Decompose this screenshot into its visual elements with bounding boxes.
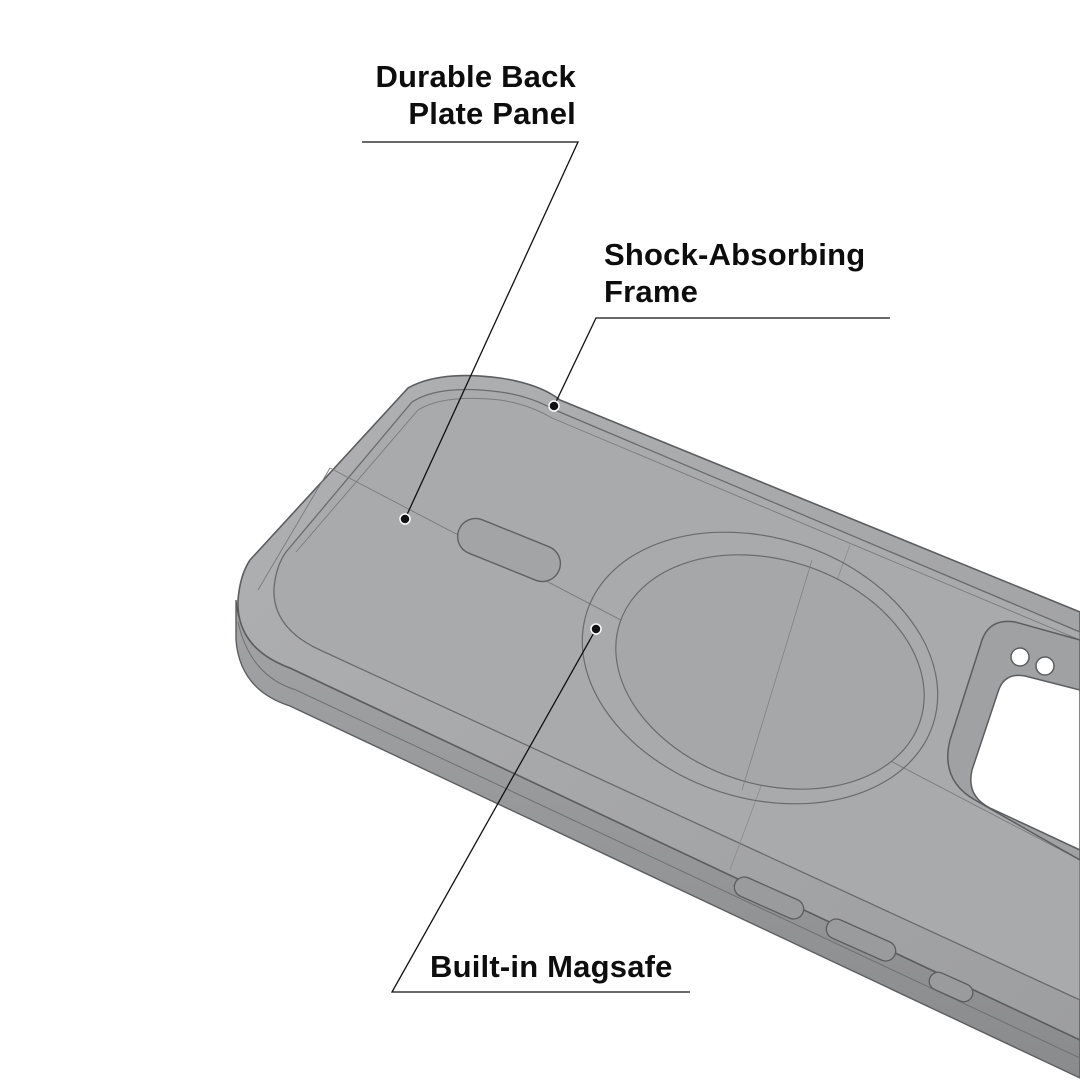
callout-frame-line1: Shock-Absorbing <box>604 237 866 272</box>
leader-magsafe <box>390 628 690 993</box>
callout-back-plate-line2: Plate Panel <box>408 96 576 131</box>
callout-frame: Shock-Absorbing Frame <box>604 236 904 310</box>
magsafe-cross-line <box>741 559 813 791</box>
dot-frame <box>548 400 560 412</box>
leader-back-plate <box>362 141 580 520</box>
leader-lines <box>362 141 890 993</box>
back-plate-inner-edge <box>295 397 1080 641</box>
magsafe-ring-inner <box>615 554 925 790</box>
callout-back-plate: Durable Back Plate Panel <box>300 58 576 132</box>
mic-hole-icon <box>1035 656 1055 676</box>
camera-cutout-window <box>970 674 1080 851</box>
magsafe-ring-outer <box>581 531 939 805</box>
side-button-volume-down <box>825 918 897 962</box>
dot-magsafe <box>590 623 602 635</box>
case-side-seam <box>237 621 1080 1059</box>
seam-line-left <box>257 467 331 591</box>
callout-magsafe: Built-in Magsafe <box>430 948 730 985</box>
dot-back-plate <box>399 513 411 525</box>
side-button-action <box>928 971 974 1003</box>
flash-hole-icon <box>1010 647 1030 667</box>
callout-magsafe-line1: Built-in Magsafe <box>430 949 673 984</box>
leader-frame <box>553 317 890 407</box>
callout-back-plate-line1: Durable Back <box>375 59 576 94</box>
leader-dots <box>399 400 602 635</box>
callout-frame-line2: Frame <box>604 274 699 309</box>
lanyard-slot <box>456 517 562 583</box>
side-button-volume-up <box>733 876 805 920</box>
